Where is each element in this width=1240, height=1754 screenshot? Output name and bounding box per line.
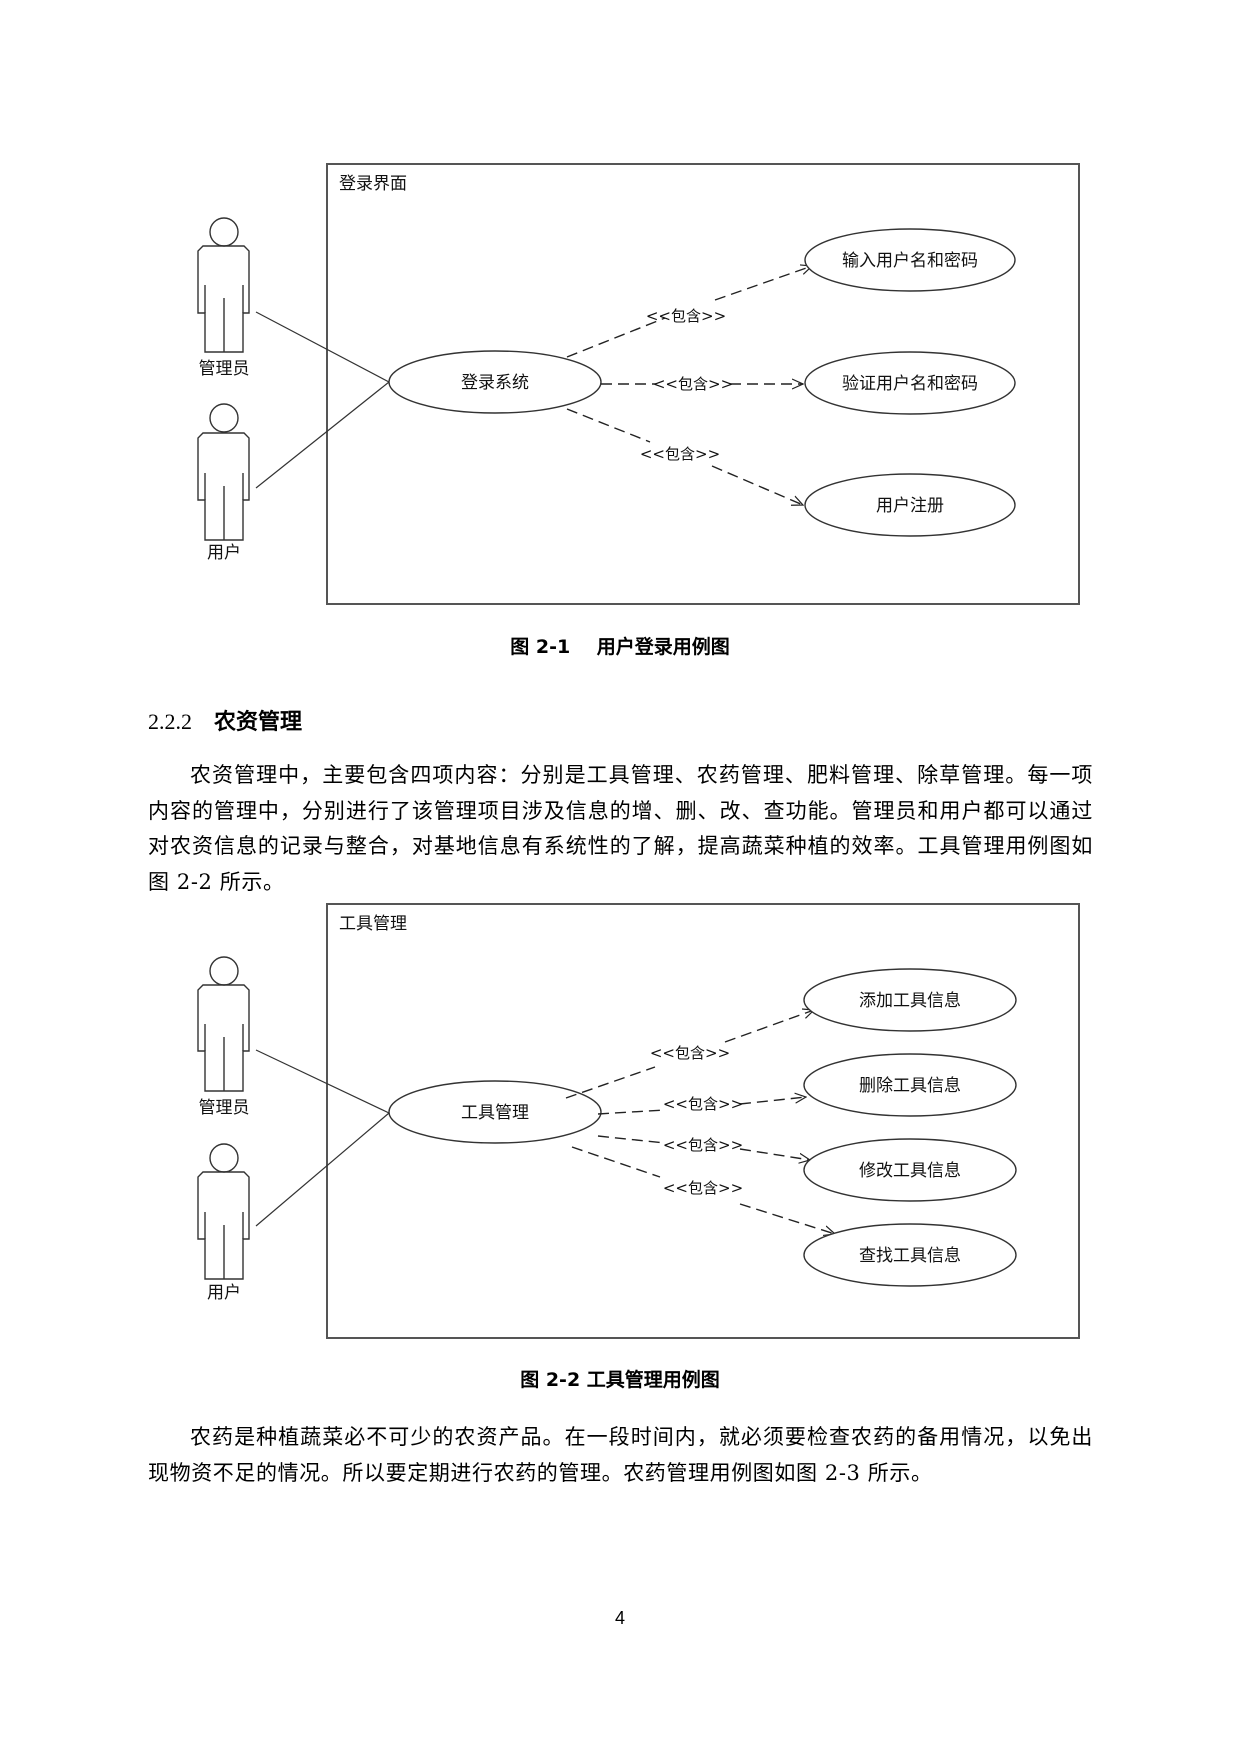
svg-text:<<包含>>: <<包含>>	[663, 1095, 743, 1113]
use-case-user-register	[804, 473, 1016, 537]
section-heading: 2.2.2 农资管理	[148, 704, 302, 736]
svg-text:删除工具信息: 删除工具信息	[859, 1076, 961, 1096]
figure-2-1-caption: 图 2-1 用户登录用例图	[510, 636, 730, 658]
use-case-verify-credentials	[804, 351, 1016, 415]
svg-text:<<包含>>: <<包含>>	[653, 375, 733, 393]
svg-text:添加工具信息: 添加工具信息	[859, 991, 961, 1011]
svg-text:工具管理: 工具管理	[461, 1103, 529, 1123]
use-case-delete-tool	[803, 1053, 1017, 1117]
use-case-login-system	[388, 350, 602, 414]
page-number: 4	[614, 1608, 625, 1628]
use-case-modify-tool	[803, 1138, 1017, 1202]
svg-text:<<包含>>: <<包含>>	[663, 1136, 743, 1154]
body-paragraph: 农药是种植蔬菜必不可少的农资产品。在一段时间内，就必须要检查农药的备用情况，以免…	[148, 1425, 1093, 1485]
system-boundary	[326, 163, 1080, 605]
svg-text:<<包含>>: <<包含>>	[646, 307, 726, 325]
actor-label: 用户	[207, 1283, 241, 1303]
actor-icon	[197, 403, 250, 541]
boundary-title: 工具管理	[339, 914, 407, 934]
svg-text:用户注册: 用户注册	[876, 496, 944, 516]
svg-text:查找工具信息: 查找工具信息	[859, 1246, 961, 1266]
system-boundary	[326, 903, 1080, 1339]
use-case-add-tool	[803, 968, 1017, 1032]
svg-text:<<包含>>: <<包含>>	[663, 1179, 743, 1197]
actor-icon	[197, 1143, 250, 1280]
svg-text:验证用户名和密码: 验证用户名和密码	[842, 374, 978, 394]
actor-label: 管理员	[199, 359, 250, 379]
section-number: 2.2.2	[148, 709, 192, 734]
boundary-title: 登录界面	[339, 174, 407, 194]
use-case-find-tool	[803, 1223, 1017, 1287]
actor-icon	[197, 217, 250, 353]
figure-2-1-use-case-diagram: 登录界面 管理员 用户 登录系统 <<包含>> <<包含>> <<包含>> 输入…	[197, 163, 1080, 605]
body-paragraph: 农资管理中，主要包含四项内容：分别是工具管理、农药管理、肥料管理、除草管理。每一…	[148, 763, 1093, 894]
use-case-tool-management	[388, 1080, 602, 1144]
figure-2-2-use-case-diagram: 工具管理 管理员 用户 工具管理 <<包含>> <<包含>> <<包含>> <<…	[197, 903, 1080, 1339]
figure-2-2-caption: 图 2-2 工具管理用例图	[520, 1369, 720, 1391]
actor-icon	[197, 956, 250, 1092]
section-title: 农资管理	[214, 709, 303, 735]
svg-text:<<包含>>: <<包含>>	[650, 1044, 730, 1062]
svg-text:修改工具信息: 修改工具信息	[859, 1161, 961, 1181]
use-case-enter-credentials	[804, 228, 1016, 292]
svg-text:输入用户名和密码: 输入用户名和密码	[842, 251, 978, 271]
svg-text:登录系统: 登录系统	[461, 373, 529, 393]
svg-text:<<包含>>: <<包含>>	[640, 445, 720, 463]
actor-label: 管理员	[199, 1098, 250, 1118]
actor-label: 用户	[207, 543, 241, 563]
